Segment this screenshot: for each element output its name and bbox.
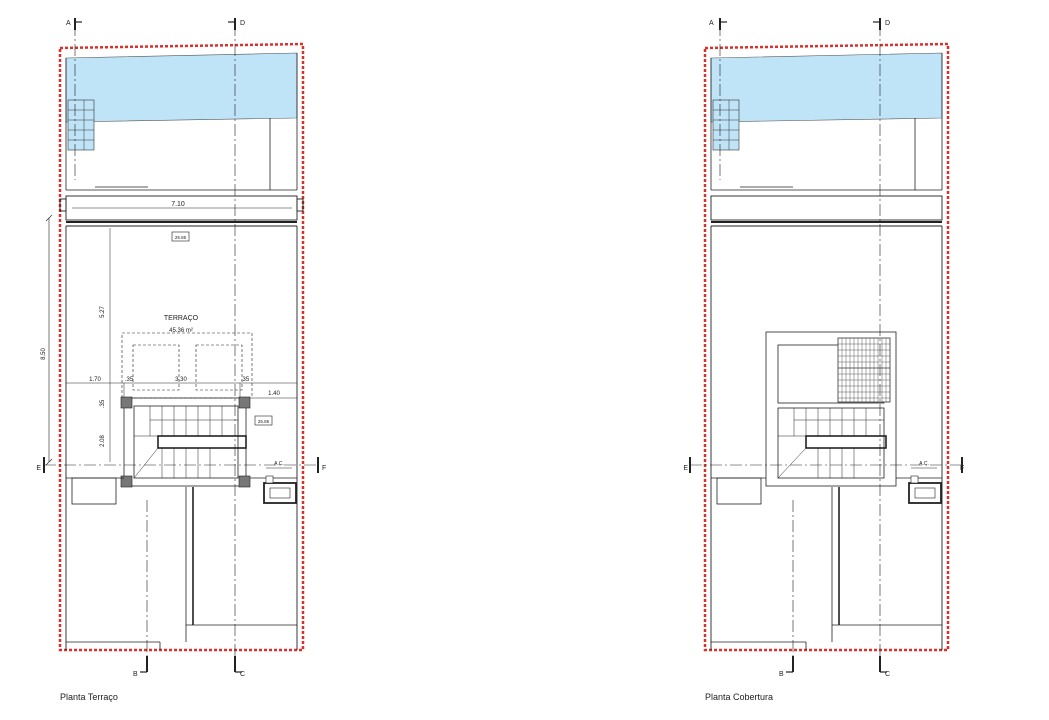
section-mark-e: E (683, 465, 688, 472)
ac-label: A.C. (274, 461, 284, 467)
section-mark-e: E (36, 465, 41, 472)
dim-depth-total: 8.50 (41, 348, 47, 360)
section-mark-c: C (240, 671, 245, 678)
section-mark-b: B (779, 671, 784, 678)
skylight-grid (837, 337, 891, 403)
dim-upper: 5.27 (100, 306, 106, 318)
pool (65, 52, 298, 123)
section-mark-f: F (322, 465, 326, 472)
pool (710, 52, 943, 123)
caption-planta-cobertura: Planta Cobertura (705, 692, 774, 702)
dim-small: .35 (100, 399, 106, 408)
section-mark-d: D (240, 20, 245, 27)
level-tag-2: 25.85 (258, 419, 270, 424)
section-mark-d: D (885, 20, 890, 27)
dim-left: 1.70 (89, 377, 101, 383)
section-mark-a: A (66, 20, 71, 27)
property-boundary (703, 42, 950, 652)
dim-lower: 2.08 (100, 435, 106, 447)
section-mark-f: F (960, 465, 964, 472)
pool-steps (712, 99, 740, 151)
room-name: TERRAÇO (164, 315, 199, 322)
property-boundary (58, 42, 305, 652)
dim-width-total: 7.10 (171, 201, 185, 208)
pool-steps (67, 99, 95, 151)
dim-stair-r: .35 (241, 377, 250, 383)
ac-label: A.C. (919, 461, 929, 467)
section-mark-c: C (885, 671, 890, 678)
plan-cobertura: A.C. A D B C E F (683, 18, 964, 678)
level-tag-1: 25.85 (175, 235, 187, 240)
dim-right: 1.40 (268, 391, 280, 397)
dim-stair: 3.30 (175, 377, 187, 383)
room-area: 45.36 m² (169, 328, 193, 334)
section-mark-a: A (709, 20, 714, 27)
section-mark-b: B (133, 671, 138, 678)
dim-stair-l: .35 (125, 377, 134, 383)
plan-terraco: 7.10 25.85 8.50 5.27 .35 2.08 TERRAÇO 45… (36, 18, 326, 678)
caption-planta-terraco: Planta Terraço (60, 692, 118, 702)
